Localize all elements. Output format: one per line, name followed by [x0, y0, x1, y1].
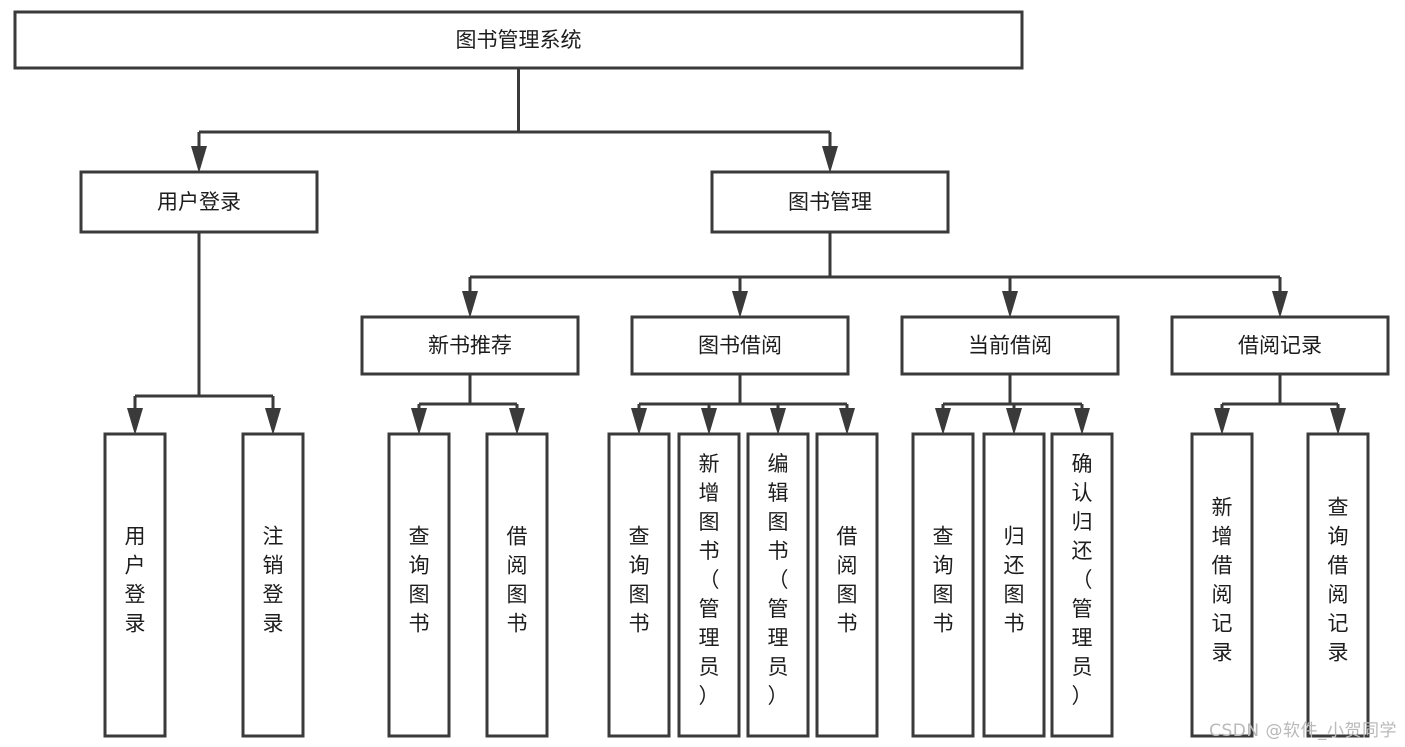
arrow-head-icon	[191, 146, 207, 173]
nodes-layer: 图书管理系统用户登录图书管理新书推荐图书借阅当前借阅借阅记录用户登录注销登录查询…	[13, 10, 1390, 738]
arrow-head-icon	[1214, 408, 1230, 435]
arrow-head-icon	[265, 408, 281, 435]
node-box	[485, 432, 549, 738]
node-leaf-query-book-borrow[interactable]: 查询图书	[607, 432, 671, 738]
arrow-head-icon	[935, 408, 951, 435]
node-label: 新增图书（管理员）	[699, 452, 720, 708]
arrow-head-icon	[631, 408, 647, 435]
node-label: 图书管理	[788, 190, 872, 214]
node-user-login[interactable]: 用户登录	[79, 170, 319, 234]
node-label: 查询图书	[933, 525, 954, 636]
node-label: 图书借阅	[698, 334, 782, 358]
node-label: 图书管理系统	[456, 28, 582, 52]
node-box	[79, 170, 319, 234]
node-box	[1170, 315, 1390, 376]
node-box	[677, 432, 741, 738]
node-box	[982, 432, 1046, 738]
node-box	[360, 315, 580, 376]
node-box	[1190, 432, 1254, 738]
node-label: 查询借阅记录	[1328, 496, 1349, 665]
node-leaf-edit-book[interactable]: 编辑图书（管理员）	[746, 432, 810, 738]
arrow-head-icon	[1330, 408, 1346, 435]
node-box	[13, 10, 1024, 70]
node-book-borrow[interactable]: 图书借阅	[630, 315, 850, 376]
arrow-head-icon	[509, 408, 525, 435]
node-box	[900, 315, 1120, 376]
node-label: 查询图书	[409, 525, 430, 636]
arrow-head-icon	[701, 408, 717, 435]
node-leaf-add-record[interactable]: 新增借阅记录	[1190, 432, 1254, 738]
node-label: 注销登录	[263, 525, 284, 636]
node-leaf-return-book[interactable]: 归还图书	[982, 432, 1046, 738]
node-leaf-confirm-return[interactable]: 确认归还（管理员）	[1050, 432, 1114, 738]
node-leaf-query-book-cur[interactable]: 查询图书	[911, 432, 975, 738]
node-leaf-borrow-book[interactable]: 借阅图书	[815, 432, 879, 738]
node-label: 用户登录	[125, 525, 146, 636]
arrow-head-icon	[411, 408, 427, 435]
node-book-manage[interactable]: 图书管理	[710, 170, 950, 234]
node-label: 新书推荐	[428, 334, 512, 358]
node-label: 借阅图书	[837, 525, 858, 636]
arrow-head-icon	[1006, 408, 1022, 435]
arrow-head-icon	[1272, 291, 1288, 318]
arrow-head-icon	[822, 146, 838, 173]
node-box	[746, 432, 810, 738]
node-box	[103, 432, 167, 738]
node-leaf-query-book-rec[interactable]: 查询图书	[387, 432, 451, 738]
node-box	[630, 315, 850, 376]
node-label: 借阅图书	[507, 525, 528, 636]
node-leaf-add-book[interactable]: 新增图书（管理员）	[677, 432, 741, 738]
node-label: 确认归还（管理员）	[1072, 452, 1093, 708]
node-label: 编辑图书（管理员）	[768, 452, 789, 708]
node-leaf-logout[interactable]: 注销登录	[241, 432, 305, 738]
node-label: 当前借阅	[968, 334, 1052, 358]
node-leaf-user-login[interactable]: 用户登录	[103, 432, 167, 738]
node-borrow-record[interactable]: 借阅记录	[1170, 315, 1390, 376]
node-root[interactable]: 图书管理系统	[13, 10, 1024, 70]
node-label: 归还图书	[1004, 525, 1025, 636]
node-box	[607, 432, 671, 738]
node-box	[1306, 432, 1370, 738]
node-box	[1050, 432, 1114, 738]
node-leaf-borrow-book-rec[interactable]: 借阅图书	[485, 432, 549, 738]
node-label: 新增借阅记录	[1212, 496, 1233, 665]
arrow-head-icon	[127, 408, 143, 435]
node-box	[911, 432, 975, 738]
node-box	[387, 432, 451, 738]
arrow-head-icon	[1002, 291, 1018, 318]
arrow-head-icon	[770, 408, 786, 435]
node-box	[710, 170, 950, 234]
node-new-book-rec[interactable]: 新书推荐	[360, 315, 580, 376]
arrow-head-icon	[732, 291, 748, 318]
node-box	[815, 432, 879, 738]
node-current-borrow[interactable]: 当前借阅	[900, 315, 1120, 376]
arrow-head-icon	[1074, 408, 1090, 435]
node-leaf-query-record[interactable]: 查询借阅记录	[1306, 432, 1370, 738]
node-label: 借阅记录	[1238, 334, 1322, 358]
arrow-head-icon	[839, 408, 855, 435]
node-box	[241, 432, 305, 738]
arrow-head-icon	[462, 291, 478, 318]
node-label: 用户登录	[157, 190, 241, 214]
node-label: 查询图书	[629, 525, 650, 636]
connectors-layer	[127, 68, 1346, 435]
